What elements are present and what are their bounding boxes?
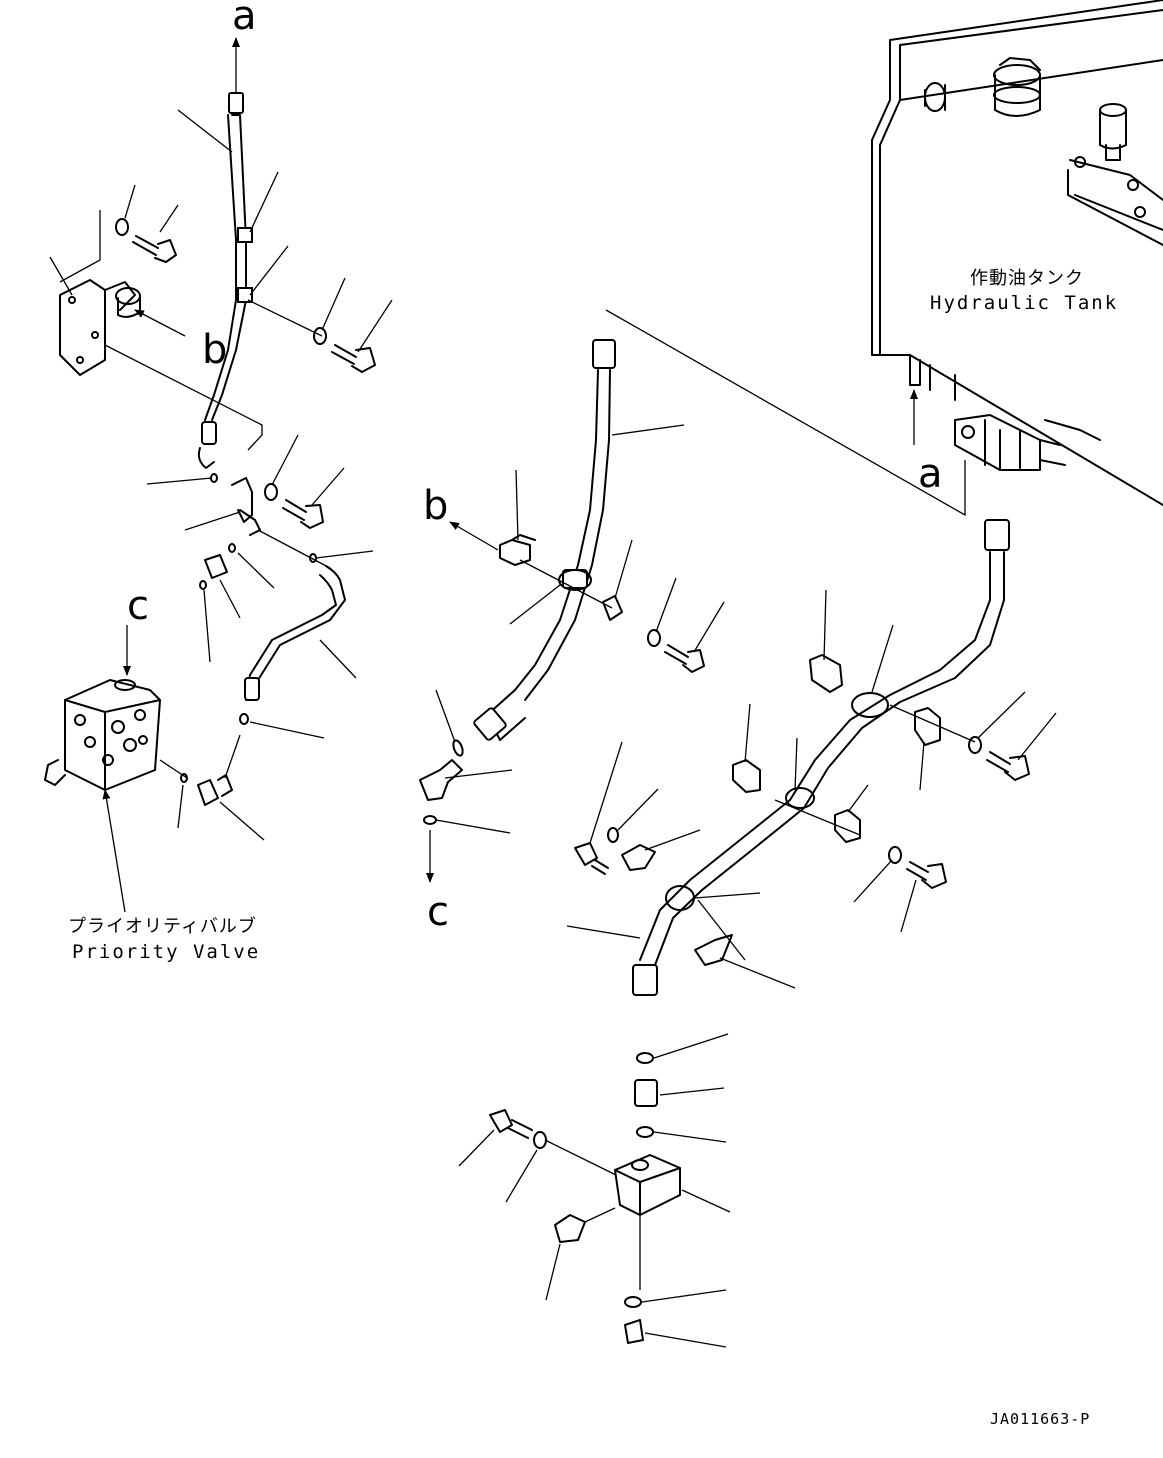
tube-clamp-left: [199, 473, 346, 725]
clamp-right-lower: [732, 759, 947, 889]
leader-lines: [49, 109, 1057, 1348]
hydraulic-tank-label-ja: 作動油タンク: [970, 268, 1084, 289]
hydraulic-tank-label-en: Hydraulic Tank: [930, 292, 1119, 314]
callout-c-left: c: [127, 583, 149, 629]
clamp-small-mid: [602, 595, 705, 673]
priority-valve: [44, 679, 188, 791]
callout-a-top: a: [232, 0, 257, 39]
clamp-b-mid: [499, 534, 613, 609]
hose-middle: [473, 309, 966, 741]
mounting-bracket: [59, 210, 263, 451]
elbow-fitting-valve: [197, 734, 241, 806]
bolt-upper-left: [115, 218, 177, 263]
hose-right: [632, 519, 1010, 996]
clamp-right-bottom: [574, 827, 733, 966]
clamp-right-upper: [809, 654, 1030, 781]
callout-b-left: b: [202, 327, 228, 373]
callout-b-mid: b: [423, 483, 449, 529]
arrow-b-mid: [449, 521, 499, 551]
drawing-code: JA011663-P: [990, 1410, 1091, 1428]
elbow-c-mid: [419, 739, 464, 825]
tank-return-tube: [197, 37, 253, 469]
arrow-b-left: [134, 309, 186, 337]
bolt-upper-middle: [247, 299, 376, 373]
priority-valve-label-ja: プライオリティバルブ: [68, 916, 257, 937]
priority-valve-label-en: Priority Valve: [72, 941, 261, 963]
callout-c-mid: c: [427, 889, 449, 935]
bottom-block: [489, 1052, 681, 1344]
hydraulic-tank: [871, 0, 1163, 506]
callout-a-right: a: [918, 451, 943, 497]
